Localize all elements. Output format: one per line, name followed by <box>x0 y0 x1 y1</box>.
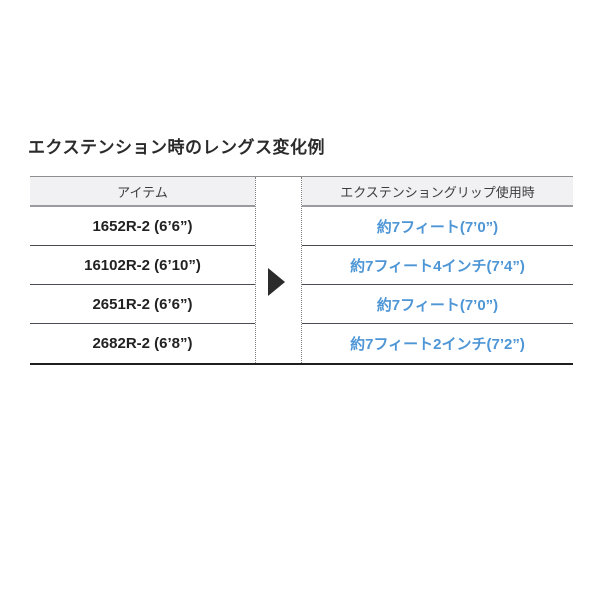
table-row-item: 2651R-2 (6’6”) <box>30 285 255 324</box>
length-change-table: アイテム 1652R-2 (6’6”) 16102R-2 (6’10”) 265… <box>30 176 573 365</box>
table-row-item: 1652R-2 (6’6”) <box>30 207 255 246</box>
table-row-extended: 約7フィート4インチ(7’4”) <box>302 246 573 285</box>
right-arrow-icon <box>268 268 285 296</box>
table-row-extended: 約7フィート(7’0”) <box>302 285 573 324</box>
table-row-item: 2682R-2 (6’8”) <box>92 335 193 352</box>
extended-column-header: エクステンショングリップ使用時 <box>302 177 573 207</box>
item-column: アイテム 1652R-2 (6’6”) 16102R-2 (6’10”) 265… <box>30 177 255 363</box>
item-column-header: アイテム <box>30 177 255 207</box>
table-row-item: 16102R-2 (6’10”) <box>30 246 255 285</box>
extended-length-column: エクステンショングリップ使用時 約7フィート(7’0”) 約7フィート4インチ(… <box>302 177 573 363</box>
table-row-extended: 約7フィート(7’0”) <box>302 207 573 246</box>
table-row-extended: 約7フィート2インチ(7’2”) <box>350 336 525 353</box>
page-title: エクステンション時のレングス変化例 <box>28 138 325 157</box>
arrow-column <box>255 177 302 363</box>
